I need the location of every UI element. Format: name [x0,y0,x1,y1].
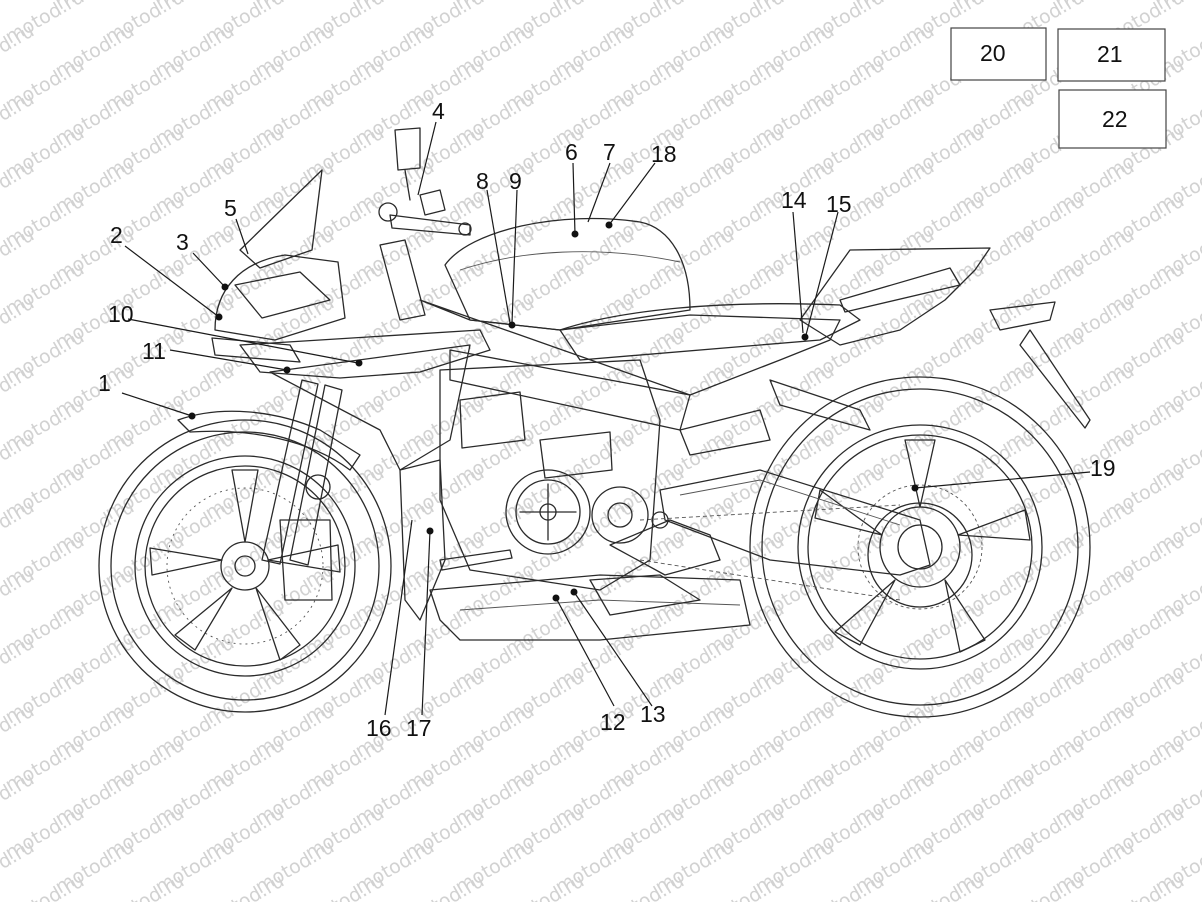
watermark-text: motod.ru [302,870,388,902]
callout-10: 10 [108,301,134,327]
front-fender [177,410,361,471]
watermark-text: motod.ru [102,870,188,902]
callout-11: 11 [142,338,166,364]
chain [639,504,901,601]
watermark-text: motod.ru [1002,870,1088,902]
callout-dot-18 [605,221,613,229]
engine [439,359,661,591]
box-20 [950,27,1047,81]
callout-13: 13 [640,701,666,727]
callout-1: 1 [98,370,111,396]
callout-dot-17 [426,527,434,535]
callout-19: 19 [1090,455,1116,481]
rear-wheel [749,376,1091,718]
callout-dot-13 [570,588,578,596]
callout-18: 18 [651,141,677,167]
callout-dot-14 [801,333,809,341]
callout-17: 17 [406,715,432,741]
callout-12: 12 [600,709,626,735]
callout-dot-10 [283,366,291,374]
reference-boxes: 20 21 22 [950,27,1167,149]
callout-4: 4 [432,98,445,124]
callout-dot-3 [221,283,229,291]
callout-dot-9 [508,321,516,329]
front-wheel [98,419,392,713]
front-fairing [211,169,491,471]
watermark-text: motod.ru [902,870,988,902]
callout-8: 8 [476,168,489,194]
box-22-label: 22 [1102,106,1128,132]
fuel-tank [444,217,691,331]
callout-dot-11 [355,359,363,367]
swingarm [659,469,931,576]
callout-16: 16 [366,715,392,741]
watermark-text: motod.ru [202,870,288,902]
watermark-text: motod.ru [702,870,788,902]
box-20-label: 20 [980,40,1006,66]
watermark-text: motod.ru [802,870,888,902]
callout-5: 5 [224,195,237,221]
watermark-text: motod.ru [602,870,688,902]
callout-7: 7 [603,139,616,165]
box-21-label: 21 [1097,41,1123,67]
handlebar-assembly [378,127,472,321]
box-22 [1058,89,1167,149]
callout-14: 14 [781,187,807,213]
watermark-text: motod.ru [2,870,88,902]
watermark-text: motod.ru [402,870,488,902]
leader-lines [121,121,1091,716]
watermark-text: motod.ru [502,870,588,902]
callout-2: 2 [110,222,123,248]
callout-labels: 1 2 3 4 5 6 7 8 9 10 11 12 13 14 15 16 1… [98,98,1116,741]
watermark-text: motod.ru [1102,870,1188,902]
callout-dot-12 [552,594,560,602]
motorcycle-drawing [98,127,1091,718]
callout-dot-6 [571,230,579,238]
callout-15: 15 [826,191,852,217]
callout-6: 6 [565,139,578,165]
box-21 [1057,28,1166,82]
callout-9: 9 [509,168,522,194]
front-fork [261,379,343,566]
callout-dot-1 [188,412,196,420]
callout-dot-2 [215,313,223,321]
callout-3: 3 [176,229,189,255]
belly-pan [429,574,751,641]
callout-dot-19 [911,484,919,492]
